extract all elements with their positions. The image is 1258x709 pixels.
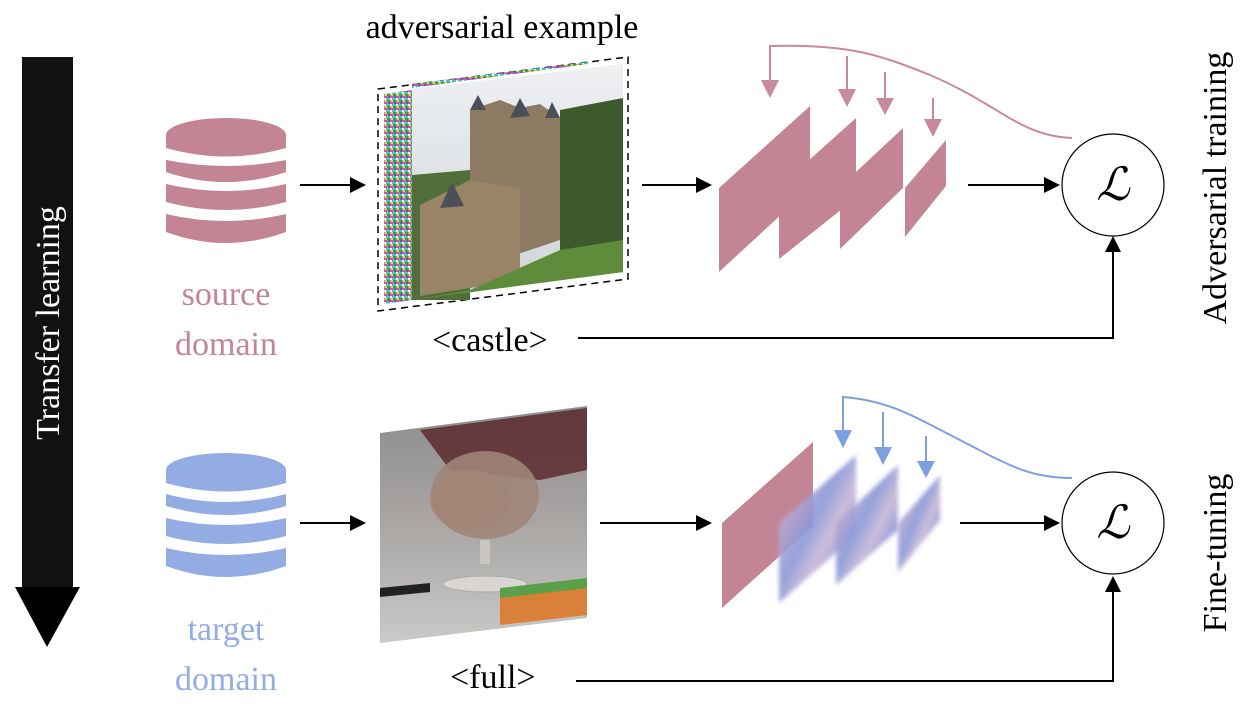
adversarial-example-image — [377, 56, 629, 312]
source-row: source domain — [166, 44, 1234, 363]
arrowhead — [1105, 236, 1121, 252]
source-network-layers — [719, 106, 946, 272]
arrowhead — [350, 177, 366, 193]
arrowhead — [696, 515, 712, 531]
feature-layer-2 — [779, 118, 856, 259]
glass-bowl — [431, 451, 539, 539]
feedback-arrowhead — [917, 461, 935, 478]
target-domain-image — [380, 406, 587, 643]
feature-layer-3 — [840, 128, 903, 249]
target-network-layers — [722, 442, 940, 608]
feedback-curve — [769, 44, 1073, 139]
arrowhead — [350, 515, 366, 531]
castle-spire — [440, 182, 464, 208]
finetuned-layer-3 — [836, 465, 898, 585]
target-loss-symbol: ℒ — [1096, 495, 1130, 549]
glass-stem — [480, 540, 490, 564]
arrow-label-to-loss — [576, 590, 1114, 682]
source-database-icon — [166, 118, 286, 243]
source-domain-label-line1: source — [182, 276, 271, 313]
adversarial-training-label: Adversarial training — [1197, 52, 1234, 325]
noise-strip — [384, 90, 412, 304]
colorful-cloth-green — [500, 578, 587, 598]
source-class-label: <castle> — [432, 322, 548, 359]
dark-strip — [380, 583, 430, 597]
castle-spire — [510, 98, 530, 118]
arrowhead — [1044, 515, 1060, 531]
source-domain-label-line2: domain — [175, 326, 277, 363]
target-row: target domain — [166, 395, 1234, 698]
feedback-arrowhead — [761, 80, 779, 98]
target-database-icon — [166, 453, 286, 577]
transfer-learning-label: Transfer learning — [30, 206, 67, 440]
target-domain-label-line2: domain — [175, 661, 277, 698]
feature-layer-4 — [905, 140, 946, 237]
adversarial-example-title: adversarial example — [366, 9, 639, 46]
transfer-learning-arrow: Transfer learning — [15, 57, 80, 647]
castle-spire — [470, 95, 486, 110]
castle-lower — [420, 180, 520, 296]
feedback-arrowhead — [874, 447, 892, 465]
target-domain-label-line1: target — [188, 611, 265, 648]
noise-strip-top — [412, 62, 588, 88]
target-class-label: <full> — [450, 659, 536, 696]
finetuned-layer-2 — [779, 455, 856, 603]
forest-right — [560, 98, 623, 280]
feature-layer-1 — [719, 106, 810, 272]
transfer-arrow-head — [15, 587, 80, 647]
feedback-arrowhead — [924, 119, 942, 137]
target-gradient-feedback — [842, 395, 1073, 479]
feedback-arrowhead — [834, 430, 852, 448]
feedback-curve — [842, 395, 1073, 479]
arrowhead — [1044, 177, 1060, 193]
frozen-layer-1 — [722, 442, 813, 608]
feedback-arrowheads — [761, 80, 942, 137]
target-loss-node — [1061, 471, 1165, 575]
transfer-arrow-shaft — [22, 57, 73, 587]
grass — [412, 240, 623, 300]
feedback-arrowhead — [876, 98, 894, 115]
feedback-arrowhead — [838, 89, 856, 107]
arrowhead — [1105, 576, 1121, 592]
arrowhead — [696, 177, 712, 193]
source-gradient-feedback — [769, 44, 1073, 139]
fine-tuning-label: Fine-tuning — [1197, 474, 1234, 633]
source-loss-symbol: ℒ — [1096, 157, 1130, 211]
arrow-label-to-loss — [578, 250, 1114, 339]
feedback-arrowheads — [834, 430, 935, 478]
castle-spire — [545, 102, 560, 118]
finetuned-layer-4 — [898, 475, 940, 572]
